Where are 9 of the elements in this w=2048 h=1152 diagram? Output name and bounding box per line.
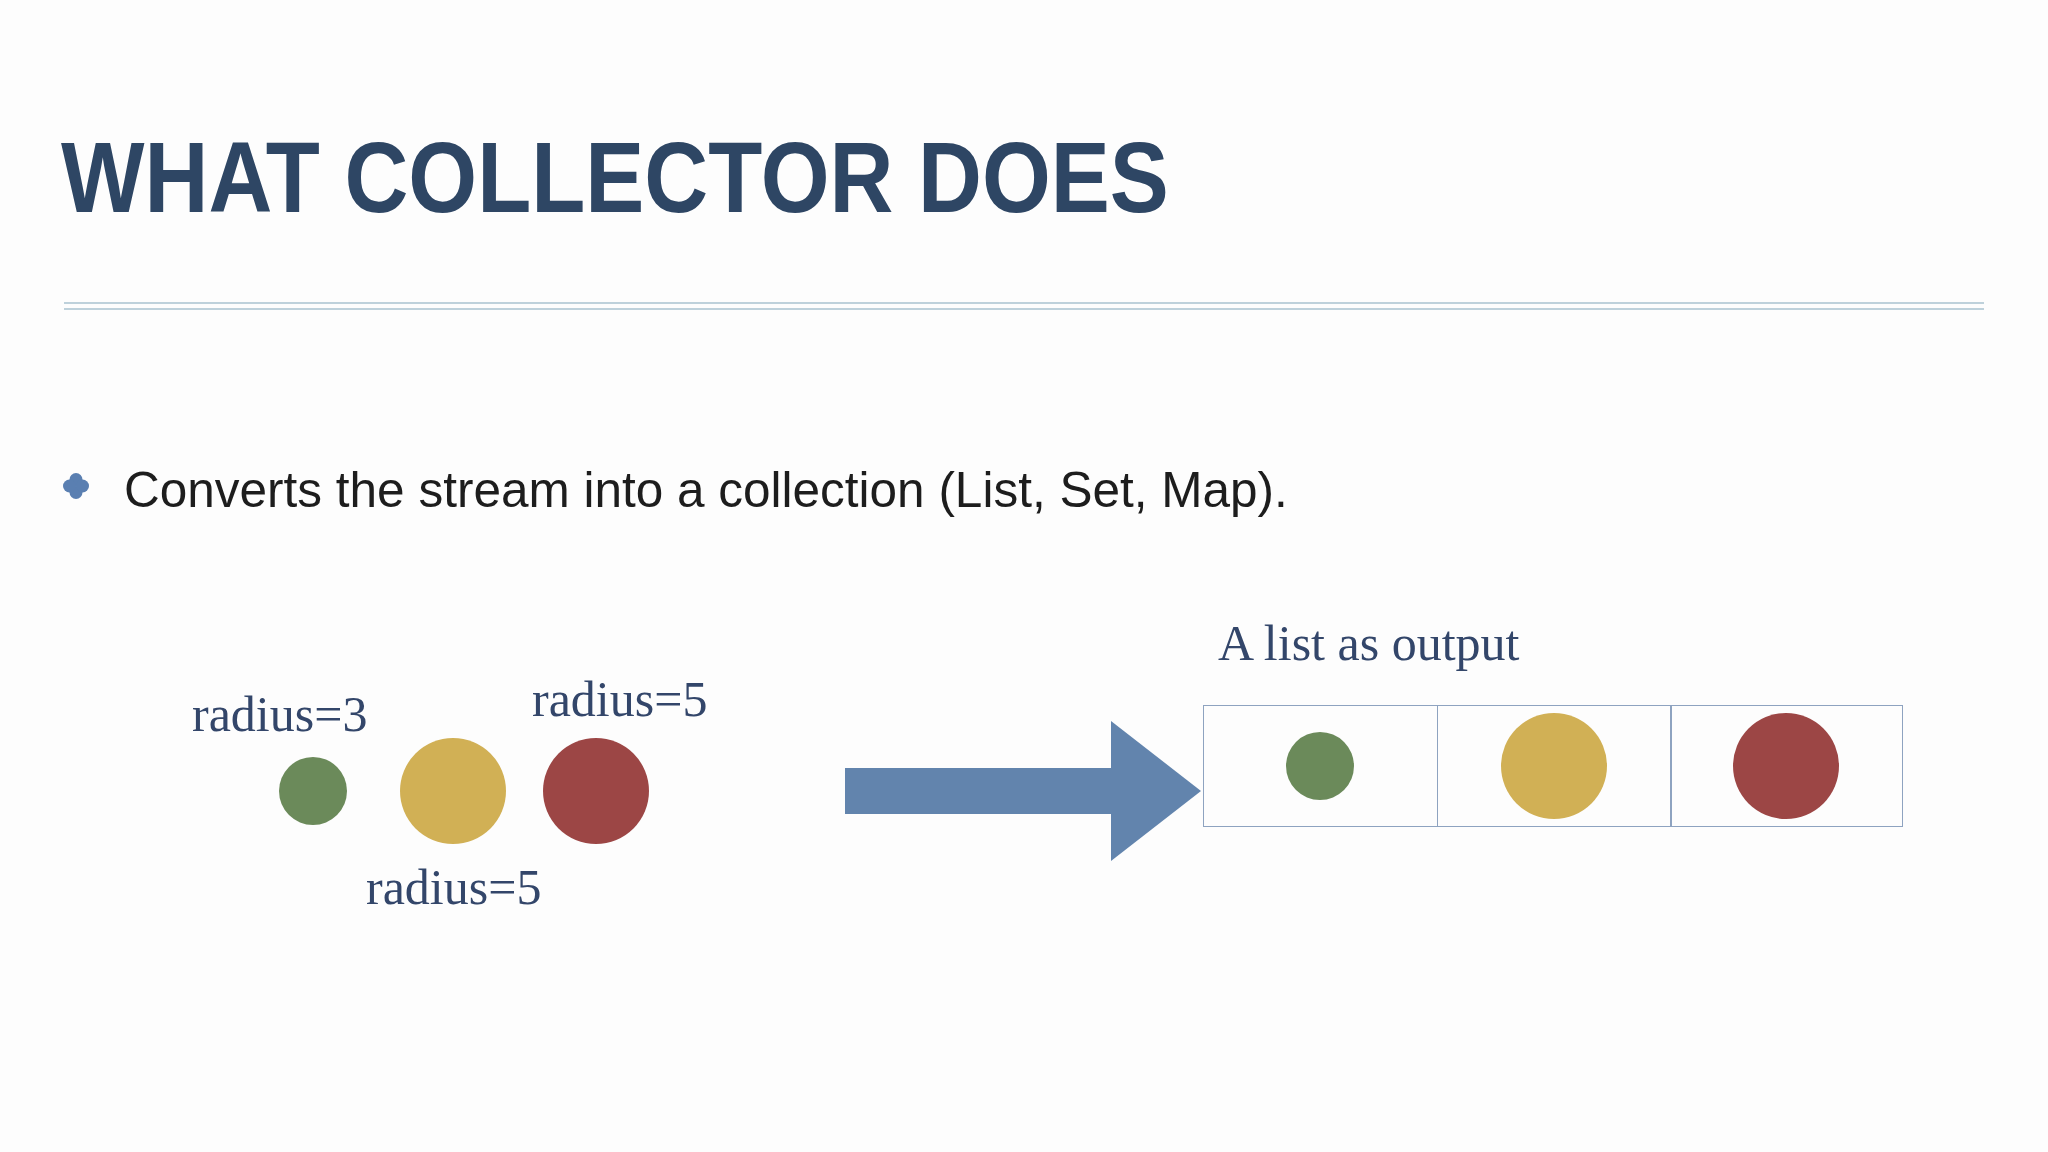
slide-title: WHAT COLLECTOR DOES	[61, 127, 1169, 227]
radius-label: radius=5	[366, 862, 542, 912]
list-cell	[1670, 705, 1903, 827]
list-cell	[1203, 705, 1438, 827]
list-cell	[1436, 705, 1672, 827]
block-arrow	[845, 721, 1201, 861]
radius-label: radius=3	[192, 689, 368, 739]
radius-label: radius=5	[532, 674, 708, 724]
bullet-text: Converts the stream into a collection (List, Set, Map).	[124, 465, 1288, 515]
